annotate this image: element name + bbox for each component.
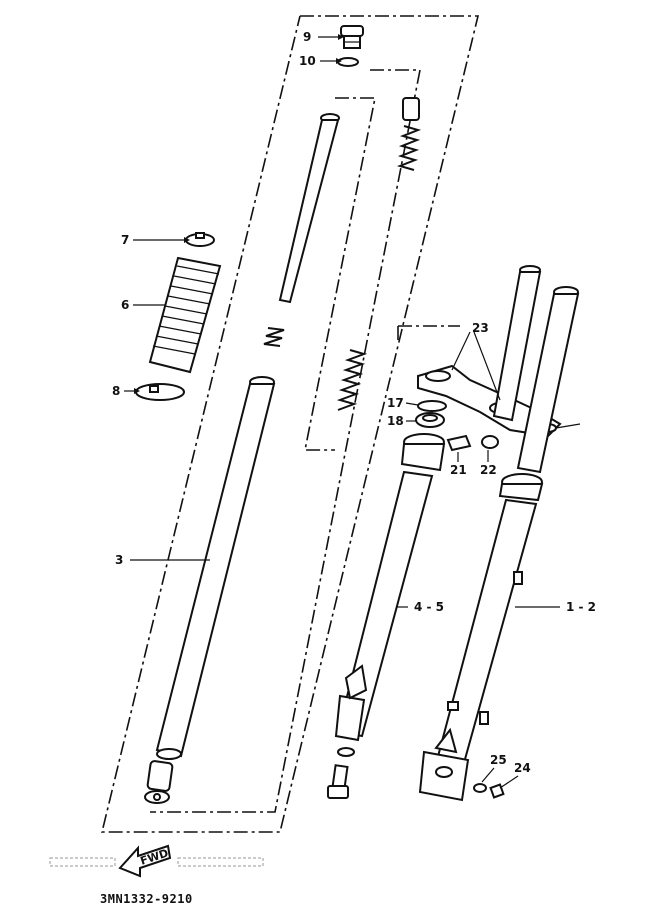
label-part-21: 21 <box>450 463 467 477</box>
bottom-washer <box>337 747 355 757</box>
part-18-bearing <box>415 412 445 428</box>
part-21-bolt <box>446 434 472 452</box>
fwd-label: FWD <box>139 846 170 867</box>
forward-direction-arrow-icon: FWD <box>118 844 172 878</box>
label-parts-1-2: 1 - 2 <box>566 600 596 614</box>
part-17-dust-seal <box>417 400 447 412</box>
label-part-10: 10 <box>299 54 316 68</box>
rebound-spring <box>263 327 285 347</box>
fork-spring-lower <box>336 349 368 411</box>
damper-rod <box>278 113 340 304</box>
label-part-8: 8 <box>112 384 120 398</box>
smudged-print-marks <box>49 857 264 867</box>
assembly-outline-inner <box>150 69 421 813</box>
label-part-6: 6 <box>121 298 129 312</box>
washer-bottom-left <box>144 790 170 804</box>
oil-lock-piece <box>146 760 174 792</box>
assembly-outline-right <box>397 325 460 340</box>
label-part-18: 18 <box>387 414 404 428</box>
spacer-collar <box>402 97 420 121</box>
label-part-24: 24 <box>514 761 531 775</box>
label-parts-4-5: 4 - 5 <box>414 600 444 614</box>
fork-spring-upper <box>396 125 422 171</box>
part-10-o-ring <box>337 57 359 67</box>
label-part-22: 22 <box>480 463 497 477</box>
part-25-washer <box>473 783 487 793</box>
label-part-9: 9 <box>303 30 311 44</box>
part-6-dust-boot <box>148 256 222 374</box>
label-part-23: 23 <box>472 321 489 335</box>
part-9-cap-bolt <box>340 25 364 49</box>
leader-lines <box>124 34 560 789</box>
label-part-25: 25 <box>490 753 507 767</box>
part-1-2-fork-assembly <box>418 265 580 802</box>
label-part-17: 17 <box>387 396 404 410</box>
diagram-code: 3MN1332-9210 <box>100 892 193 906</box>
label-part-3: 3 <box>115 553 123 567</box>
part-7-boot-clamp-upper <box>185 232 215 247</box>
part-22-nut <box>481 435 499 449</box>
label-part-7: 7 <box>121 233 129 247</box>
bottom-bolt <box>327 764 349 799</box>
part-4-5-outer-tube <box>334 433 446 742</box>
part-8-boot-clamp-lower <box>135 383 185 401</box>
part-3-inner-tube <box>155 376 276 760</box>
